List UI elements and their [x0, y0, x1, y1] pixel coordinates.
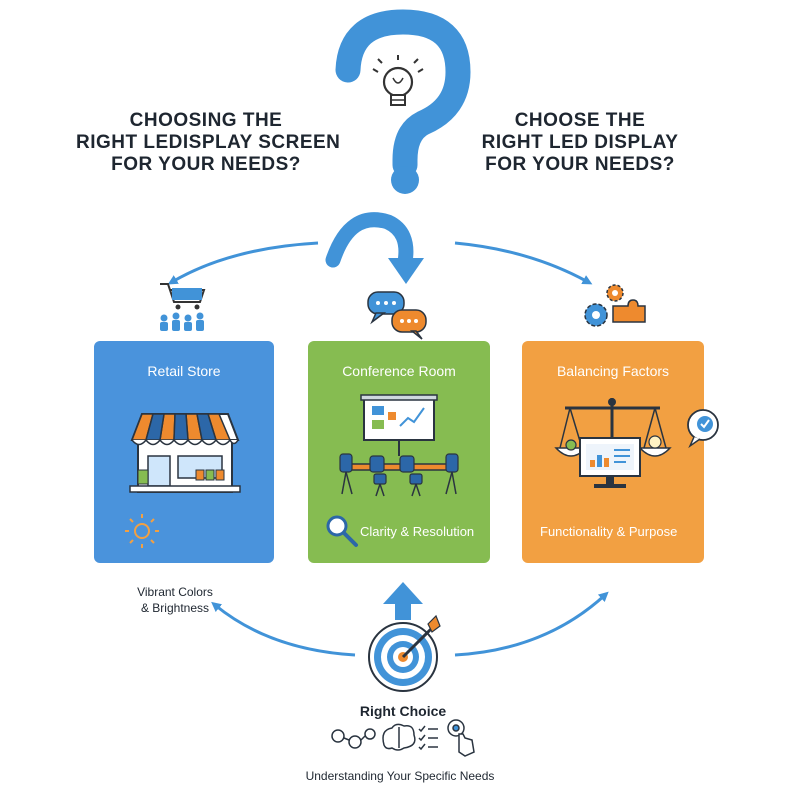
heading-left-line-2: RIGHT LEDISPLAY SCREEN — [76, 132, 341, 153]
panel-balancing-caption: Functionality & Purpose — [540, 524, 678, 539]
arc-arrow-top-left — [167, 241, 319, 285]
label-understanding-needs: Understanding Your Specific Needs — [305, 769, 495, 783]
chat-bubbles-icon — [367, 291, 427, 340]
arc-arrow-bottom-left — [211, 601, 356, 657]
shopping-cart-people-icon — [160, 283, 206, 331]
checklist-icon — [418, 725, 438, 751]
heading-right-line-2: RIGHT LED DISPLAY — [481, 132, 679, 153]
label-vibrant-line-2: & Brightness — [140, 601, 210, 615]
panel-retail-title: Retail Store — [147, 363, 221, 379]
sun-icon — [125, 514, 159, 548]
arc-arrow-bottom-right — [454, 591, 609, 657]
check-bubble-icon — [687, 409, 719, 449]
touch-pointer-icon — [447, 719, 475, 757]
brain-network-icon — [331, 728, 376, 749]
label-vibrant-line-1: Vibrant Colors — [137, 585, 213, 599]
brain-icon — [382, 723, 416, 751]
balance-scale-monitor-icon — [554, 398, 672, 488]
arc-arrow-top-right — [454, 241, 593, 285]
storefront-icon — [129, 413, 241, 493]
panel-conference-caption: Clarity & Resolution — [360, 524, 475, 539]
heading-right: CHOOSE THE RIGHT LED DISPLAY FOR YOUR NE… — [465, 110, 695, 176]
panel-conference-title: Conference Room — [342, 363, 456, 379]
magnifier-icon — [326, 515, 358, 547]
label-right-choice: Right Choice — [359, 703, 447, 719]
panel-balancing-title: Balancing Factors — [556, 363, 670, 379]
heading-left: CHOOSING THE RIGHT LEDISPLAY SCREEN FOR … — [76, 110, 341, 176]
conference-room-icon — [339, 394, 459, 497]
heading-right-line-3: FOR YOUR NEEDS? — [485, 154, 675, 175]
target-arrow-icon — [368, 614, 441, 692]
heading-right-line-1: CHOOSE THE — [514, 110, 646, 131]
heading-left-line-1: CHOOSING THE — [129, 110, 283, 131]
curved-arrow-down — [325, 212, 414, 270]
label-vibrant-colors: Vibrant Colors & Brightness — [120, 584, 230, 616]
up-arrow-icon — [383, 582, 423, 620]
gears-puzzle-icon — [584, 284, 646, 327]
heading-left-line-3: FOR YOUR NEEDS? — [111, 154, 301, 175]
